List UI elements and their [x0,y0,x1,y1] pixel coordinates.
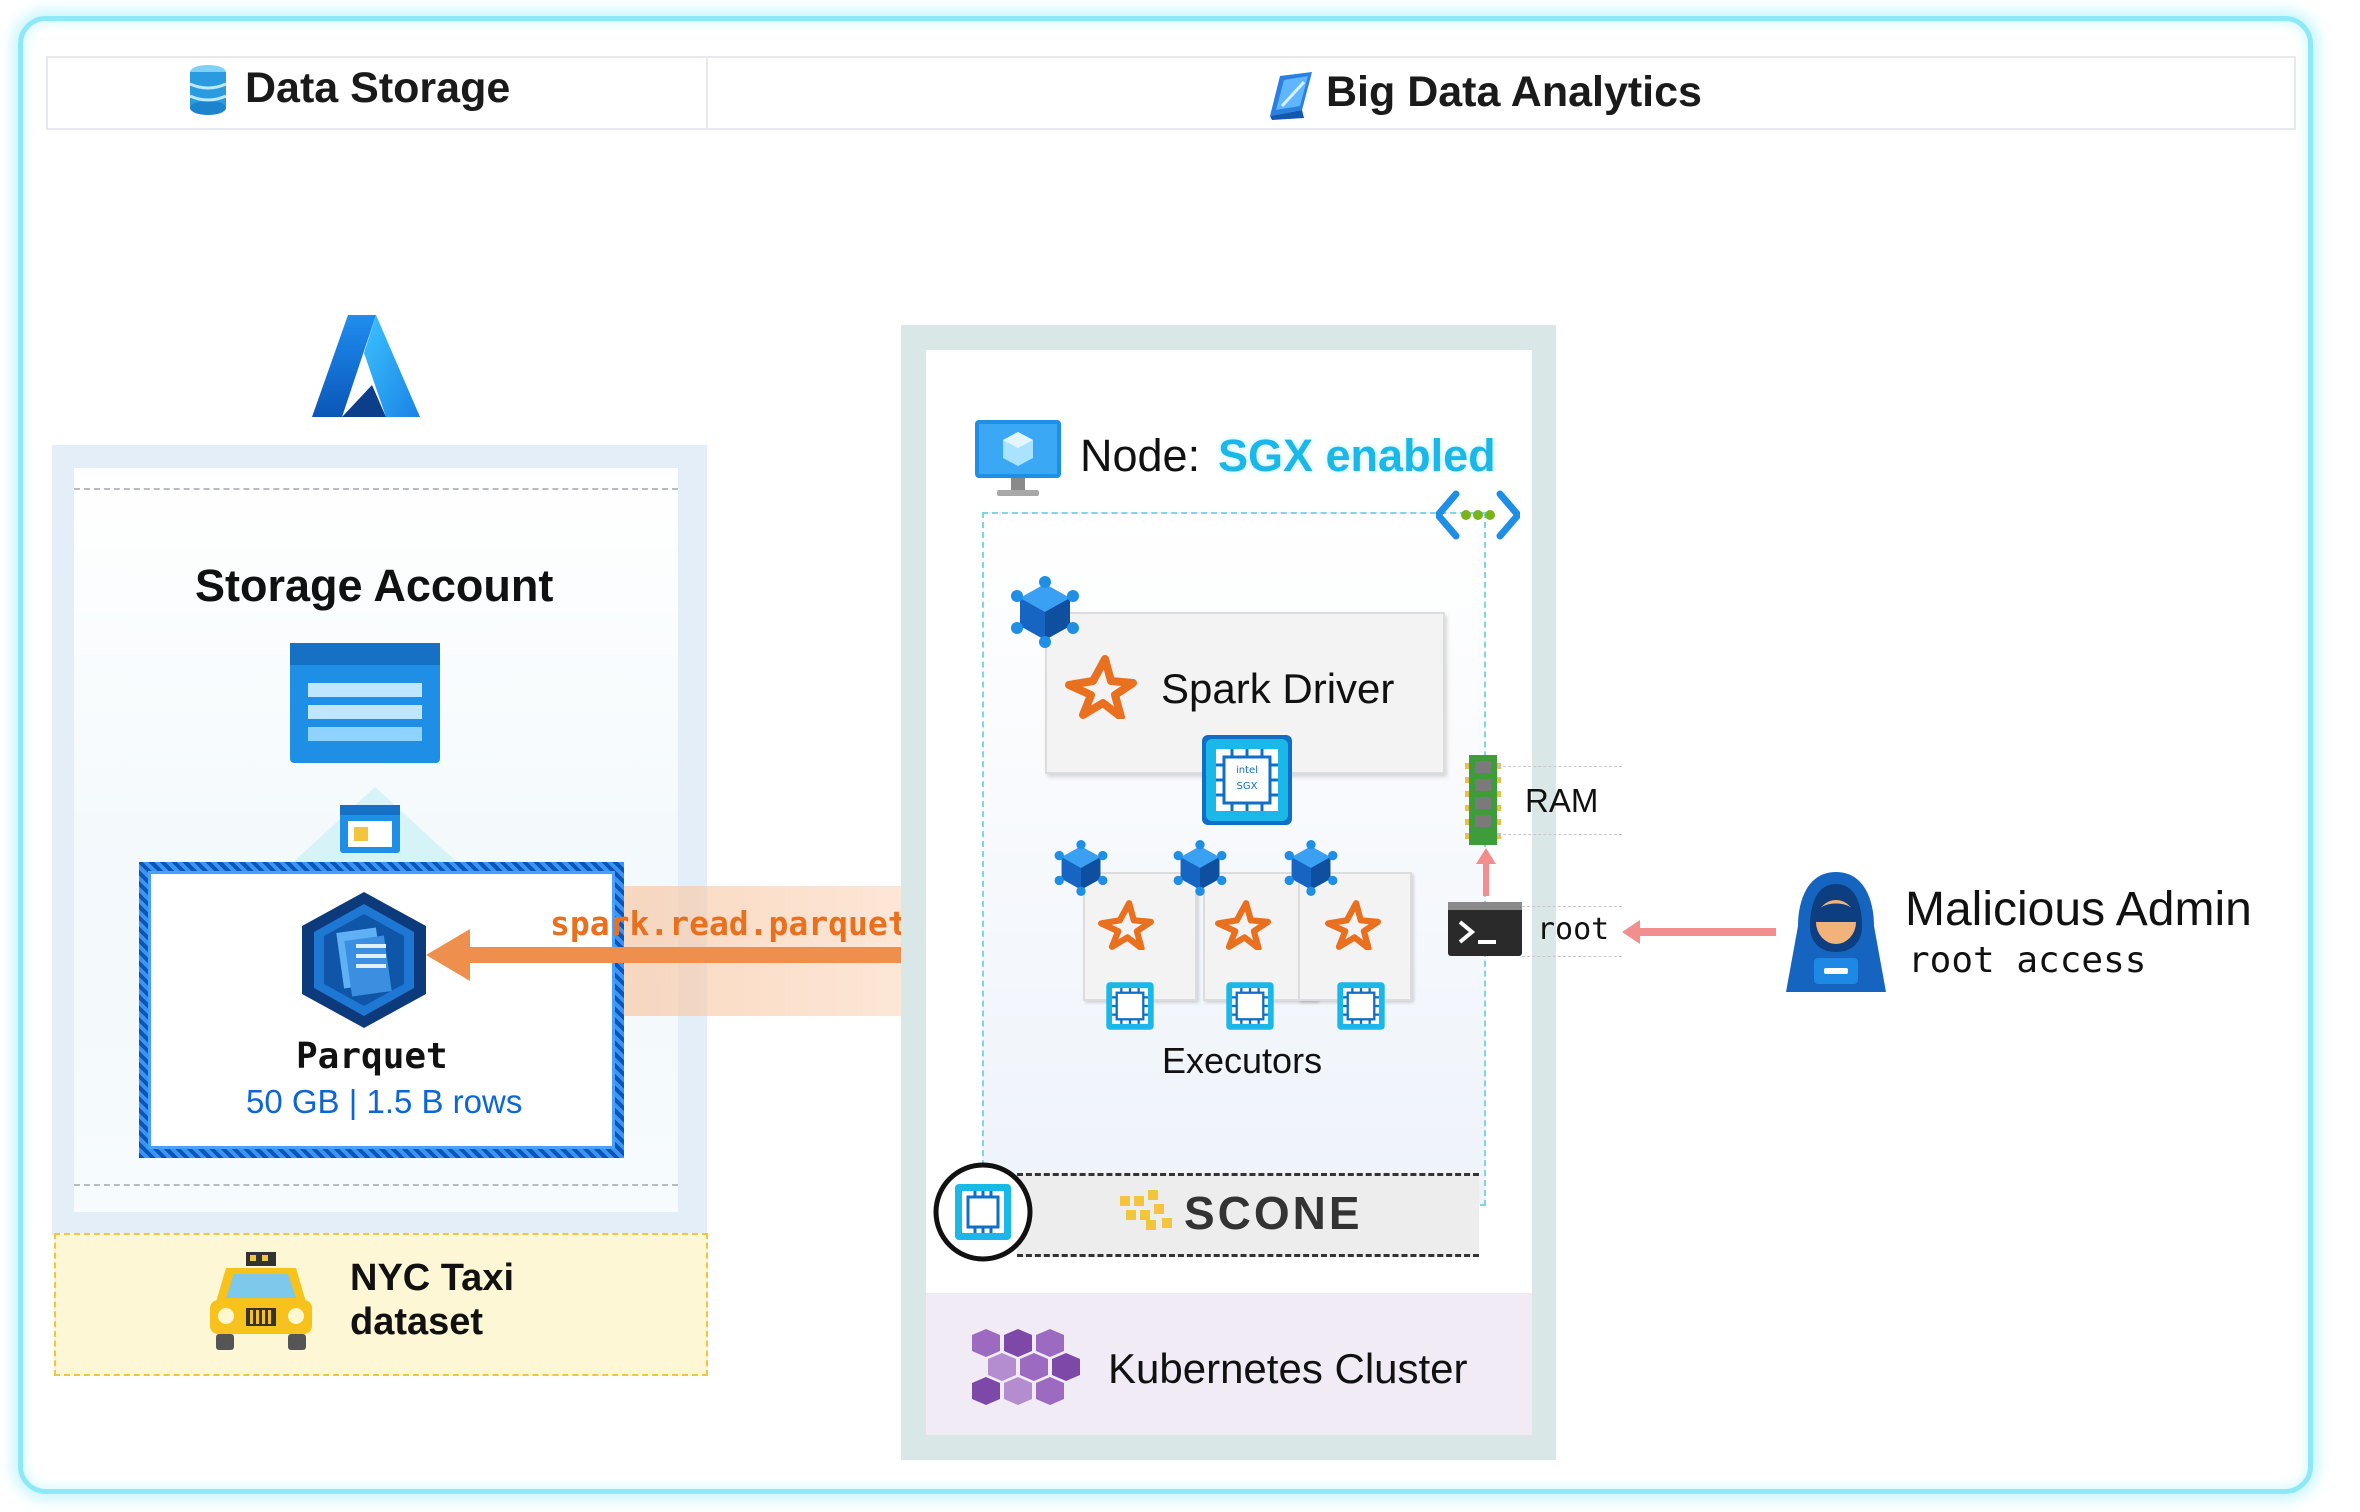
spark-star-icon [1098,900,1154,952]
attacker-subtitle: root access [1908,940,2147,981]
spark-star-icon [1215,900,1271,952]
parquet-stats: 50 GB | 1.5 B rows [246,1083,523,1120]
root-label: root [1537,912,1610,947]
pod-cube-icon [1053,840,1109,896]
read-call-label: spark.read.parquet(…) [550,904,968,943]
root-divider-bottom [1522,956,1622,957]
scone-runtime-band [1017,1173,1479,1257]
taxi-dataset-box [54,1233,708,1376]
spark-driver-label: Spark Driver [1161,665,1395,712]
pod-cube-icon [1172,840,1228,896]
taxi-icon [206,1250,316,1352]
pod-cube-icon [1283,840,1339,896]
header-data-storage: Data Storage [245,64,511,112]
header-divider [706,56,708,130]
pod-cube-icon [1010,576,1080,648]
ram-divider-top [1498,766,1622,767]
header-bar [46,56,2296,130]
parquet-file-icon [300,890,428,1030]
storage-account-label: Storage Account [195,560,554,611]
spark-star-icon [1065,655,1137,721]
root-to-ram-arrow [1476,848,1496,896]
storage-account-icon [290,643,440,763]
blob-container-icon [340,805,400,853]
scone-logo-icon [1120,1190,1174,1230]
kubernetes-cluster-label: Kubernetes Cluster [1108,1345,1468,1392]
virtual-network-icon [1433,490,1523,540]
read-arrow [426,925,1076,985]
parquet-label: Parquet [296,1036,448,1077]
virtual-machine-icon [975,420,1061,498]
chip-brand-text: intel [1236,765,1258,776]
analytics-cube-icon [1268,70,1314,120]
database-icon [188,64,228,116]
executors-label: Executors [1162,1040,1323,1081]
dataset-label-line2: dataset [350,1301,484,1343]
storage-top-divider [74,488,678,490]
scone-label: SCONE [1184,1187,1363,1239]
sgx-enabled-status: SGX enabled [1218,430,1496,481]
sgx-chip-icon [933,1162,1033,1262]
spark-star-icon [1325,900,1381,952]
ram-divider-bottom [1498,834,1622,835]
dataset-label-line1: NYC Taxi [350,1257,515,1299]
terminal-icon [1448,902,1522,956]
sgx-chip-icon [1224,980,1276,1032]
chip-sgx-text: SGX [1236,781,1258,792]
sgx-chip-icon [1104,980,1156,1032]
attack-arrow [1622,920,1776,944]
root-divider-top [1522,906,1622,907]
kubernetes-cluster-icon [968,1325,1080,1411]
attacker-title: Malicious Admin [1905,883,2252,936]
sgx-chip-icon [1335,980,1387,1032]
ram-label: RAM [1525,782,1599,819]
node-prefix: Node: [1080,430,1201,481]
ram-module-icon [1465,755,1501,845]
storage-bottom-divider [74,1184,678,1186]
hooded-hacker-icon [1780,870,1892,992]
azure-logo-icon [312,313,420,417]
sgx-chip-icon: intel SGX [1202,735,1292,825]
header-big-data-analytics: Big Data Analytics [1326,68,1702,116]
